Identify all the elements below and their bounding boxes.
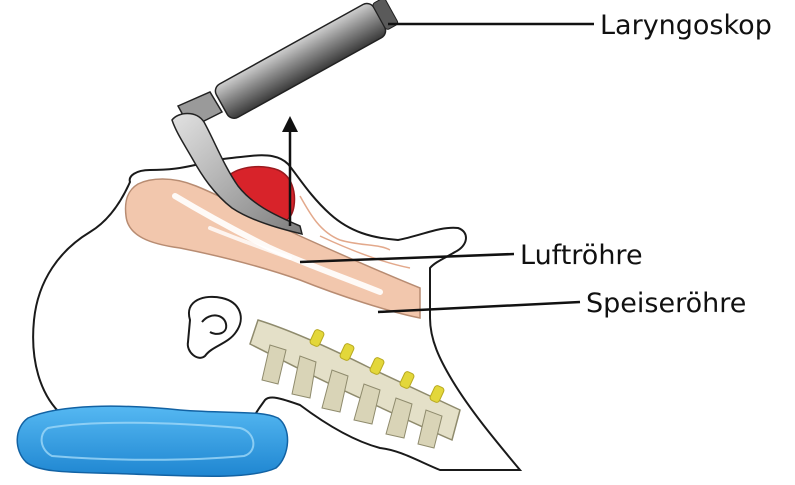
label-laryngoscope: Laryngoskop: [600, 10, 772, 41]
label-trachea: Luftröhre: [520, 240, 643, 271]
label-esophagus: Speiseröhre: [586, 288, 746, 319]
pillow-icon: [17, 406, 287, 476]
